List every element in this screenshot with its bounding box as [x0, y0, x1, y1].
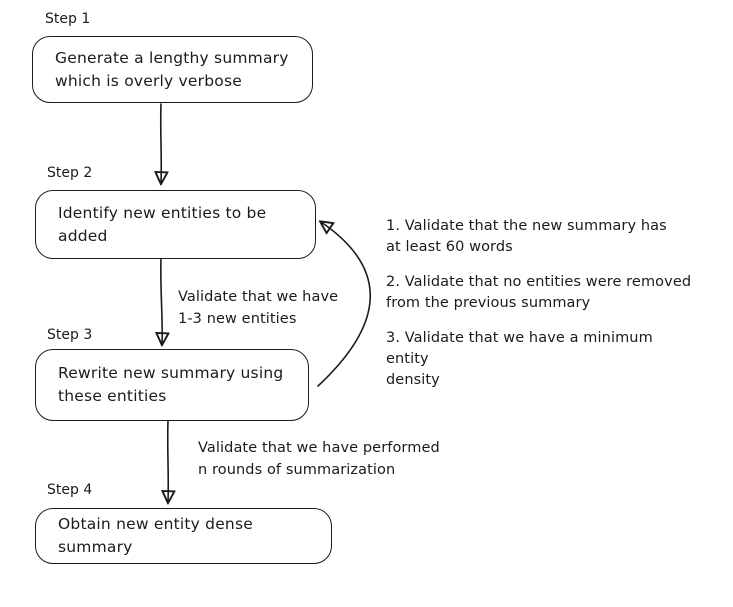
step1-node-text: Generate a lengthy summary which is over…: [55, 48, 289, 90]
edge-label-n-rounds: Validate that we have performed n rounds…: [198, 440, 440, 478]
step3-node: Rewrite new summary using these entities: [35, 349, 309, 421]
validation-note-3: 3. Validate that we have a minimum entit…: [386, 330, 653, 388]
arrow-step3-to-step4-icon: [168, 420, 169, 502]
step1-label: Step 1: [45, 11, 91, 27]
step1-node: Generate a lengthy summary which is over…: [32, 36, 313, 103]
step2-label: Step 2: [47, 165, 93, 181]
step4-node-text: Obtain new entity dense summary: [58, 515, 253, 556]
validation-note-2: 2. Validate that no entities were remove…: [386, 274, 692, 311]
step3-label: Step 3: [47, 327, 93, 343]
step4-label: Step 4: [47, 482, 93, 498]
arrow-step1-to-step2-icon: [161, 103, 162, 183]
arrow-step2-to-step3-icon: [161, 258, 162, 344]
validation-note-1: 1. Validate that the new summary has at …: [386, 218, 667, 255]
step4-node: Obtain new entity dense summary: [35, 508, 332, 564]
validation-notes: 1. Validate that the new summary has at …: [386, 216, 696, 405]
step2-node: Identify new entities to be added: [35, 190, 316, 259]
step2-node-text: Identify new entities to be added: [58, 203, 267, 245]
edge-label-new-entities: Validate that we have 1-3 new entities: [178, 289, 339, 327]
step3-node-text: Rewrite new summary using these entities: [58, 364, 284, 405]
